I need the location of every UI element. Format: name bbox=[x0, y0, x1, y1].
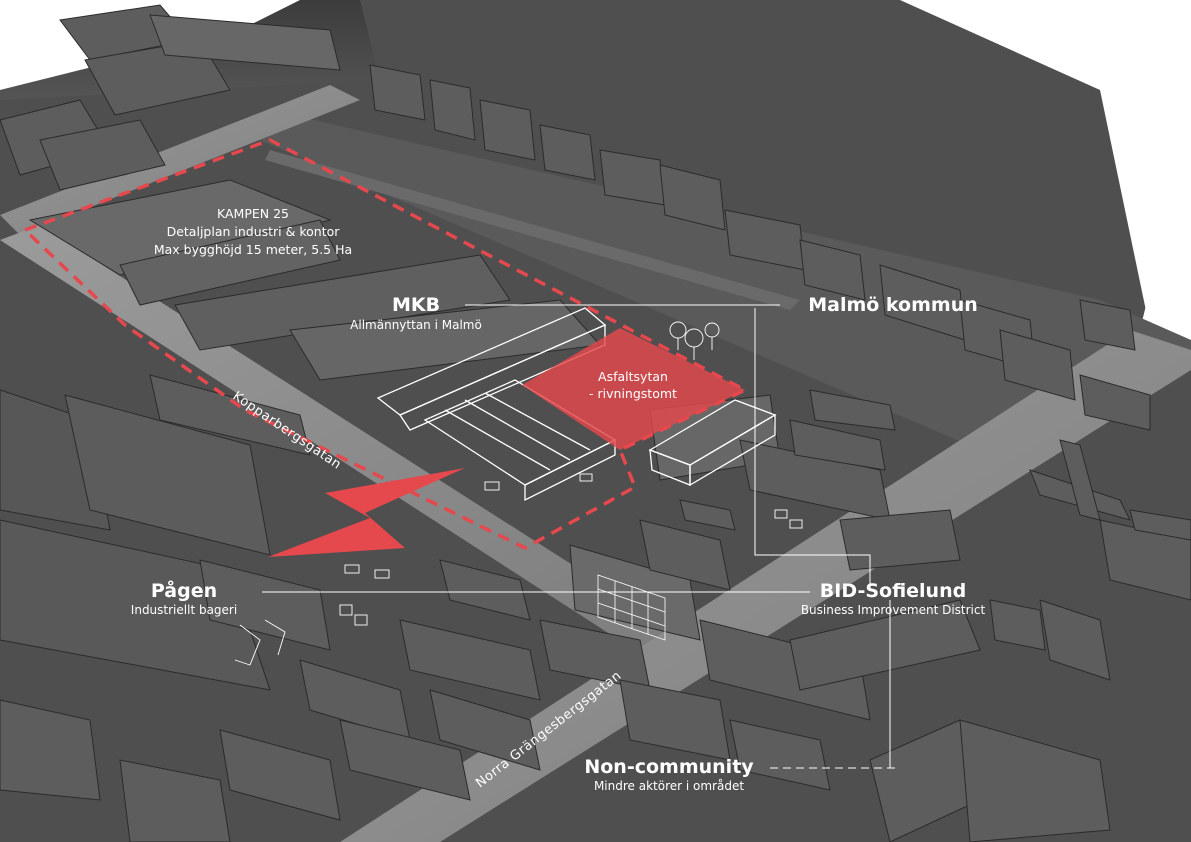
kampen-line1: Detaljplan industri & kontor bbox=[167, 224, 341, 239]
label-bid: BID-Sofielund Business Improvement Distr… bbox=[801, 580, 986, 617]
noncommunity-subtitle: Mindre aktörer i området bbox=[594, 779, 744, 793]
mkb-subtitle: Allmännyttan i Malmö bbox=[350, 318, 482, 332]
pagen-subtitle: Industriellt bageri bbox=[131, 603, 237, 617]
kampen-title: KAMPEN 25 bbox=[217, 206, 289, 221]
bid-subtitle: Business Improvement District bbox=[801, 603, 986, 617]
bid-title: BID-Sofielund bbox=[820, 580, 966, 602]
label-malmo: Malmö kommun bbox=[808, 294, 978, 316]
pagen-title: Pågen bbox=[151, 578, 217, 602]
asfalt-line2: - rivningstomt bbox=[589, 386, 677, 401]
noncommunity-title: Non-community bbox=[584, 756, 754, 778]
asfalt-line1: Asfaltsytan bbox=[598, 369, 668, 384]
mkb-title: MKB bbox=[392, 294, 440, 316]
malmo-title: Malmö kommun bbox=[808, 294, 978, 316]
kampen-line2: Max bygghöjd 15 meter, 5.5 Ha bbox=[154, 242, 352, 257]
label-noncommunity: Non-community Mindre aktörer i området bbox=[584, 756, 754, 793]
